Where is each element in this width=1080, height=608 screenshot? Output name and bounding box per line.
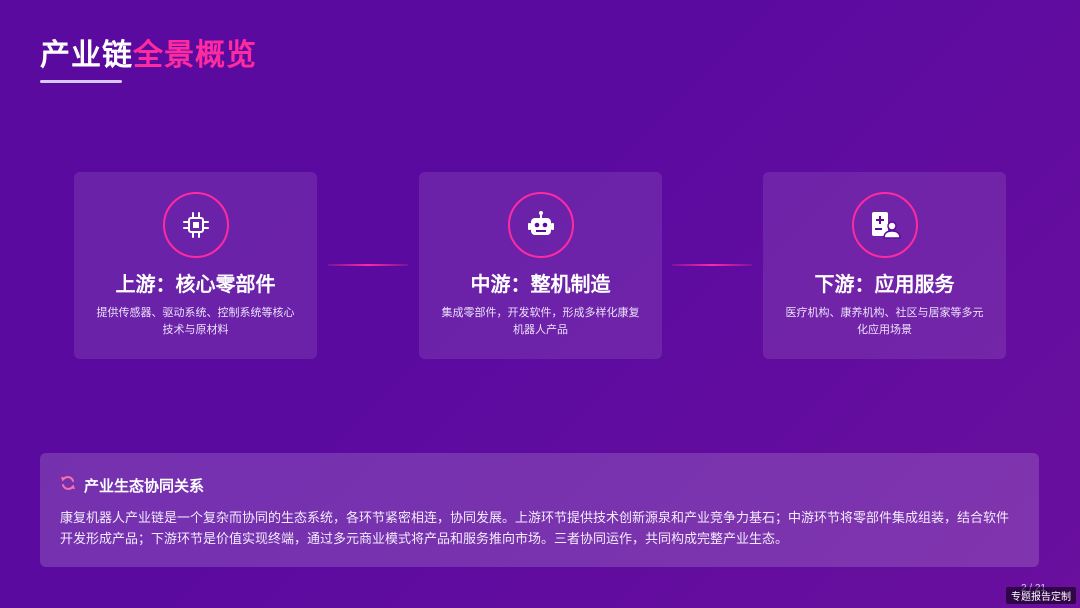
card-title: 下游：应用服务 — [814, 274, 955, 296]
connector-line — [672, 264, 752, 266]
ecosystem-title: 产业生态协同关系 — [84, 478, 205, 495]
card-upstream: 上游：核心零部件 提供传感器、驱动系统、控制系统等核心技术与原材料 — [74, 172, 317, 359]
title-part-plain: 产业链 — [40, 39, 133, 72]
title-part-highlight: 全景概览 — [133, 39, 257, 72]
ecosystem-panel: 产业生态协同关系 康复机器人产业链是一个复杂而协同的生态系统，各环节紧密相连，协… — [40, 453, 1039, 567]
card-downstream: 下游：应用服务 医疗机构、康养机构、社区与居家等多元化应用场景 — [763, 172, 1006, 359]
connector-line — [328, 264, 408, 266]
robot-icon — [507, 192, 574, 258]
title-underline — [40, 80, 122, 83]
sync-icon — [60, 475, 76, 496]
page-title: 产业链全景概览 — [40, 36, 257, 76]
card-title: 上游：核心零部件 — [115, 274, 276, 296]
chip-icon — [162, 192, 229, 258]
card-midstream: 中游：整机制造 集成零部件，开发软件，形成多样化康复机器人产品 — [419, 172, 662, 359]
medical-staff-icon — [851, 192, 918, 258]
ecosystem-header: 产业生态协同关系 — [60, 475, 204, 496]
ecosystem-body: 康复机器人产业链是一个复杂而协同的生态系统，各环节紧密相连，协同发展。上游环节提… — [60, 510, 1010, 546]
card-description: 医疗机构、康养机构、社区与居家等多元化应用场景 — [785, 307, 984, 336]
watermark-label: 专题报告定制 — [1006, 587, 1076, 604]
card-description: 集成零部件，开发软件，形成多样化康复机器人产品 — [441, 307, 640, 336]
card-description: 提供传感器、驱动系统、控制系统等核心技术与原材料 — [96, 307, 295, 336]
card-title: 中游：整机制造 — [470, 274, 611, 296]
